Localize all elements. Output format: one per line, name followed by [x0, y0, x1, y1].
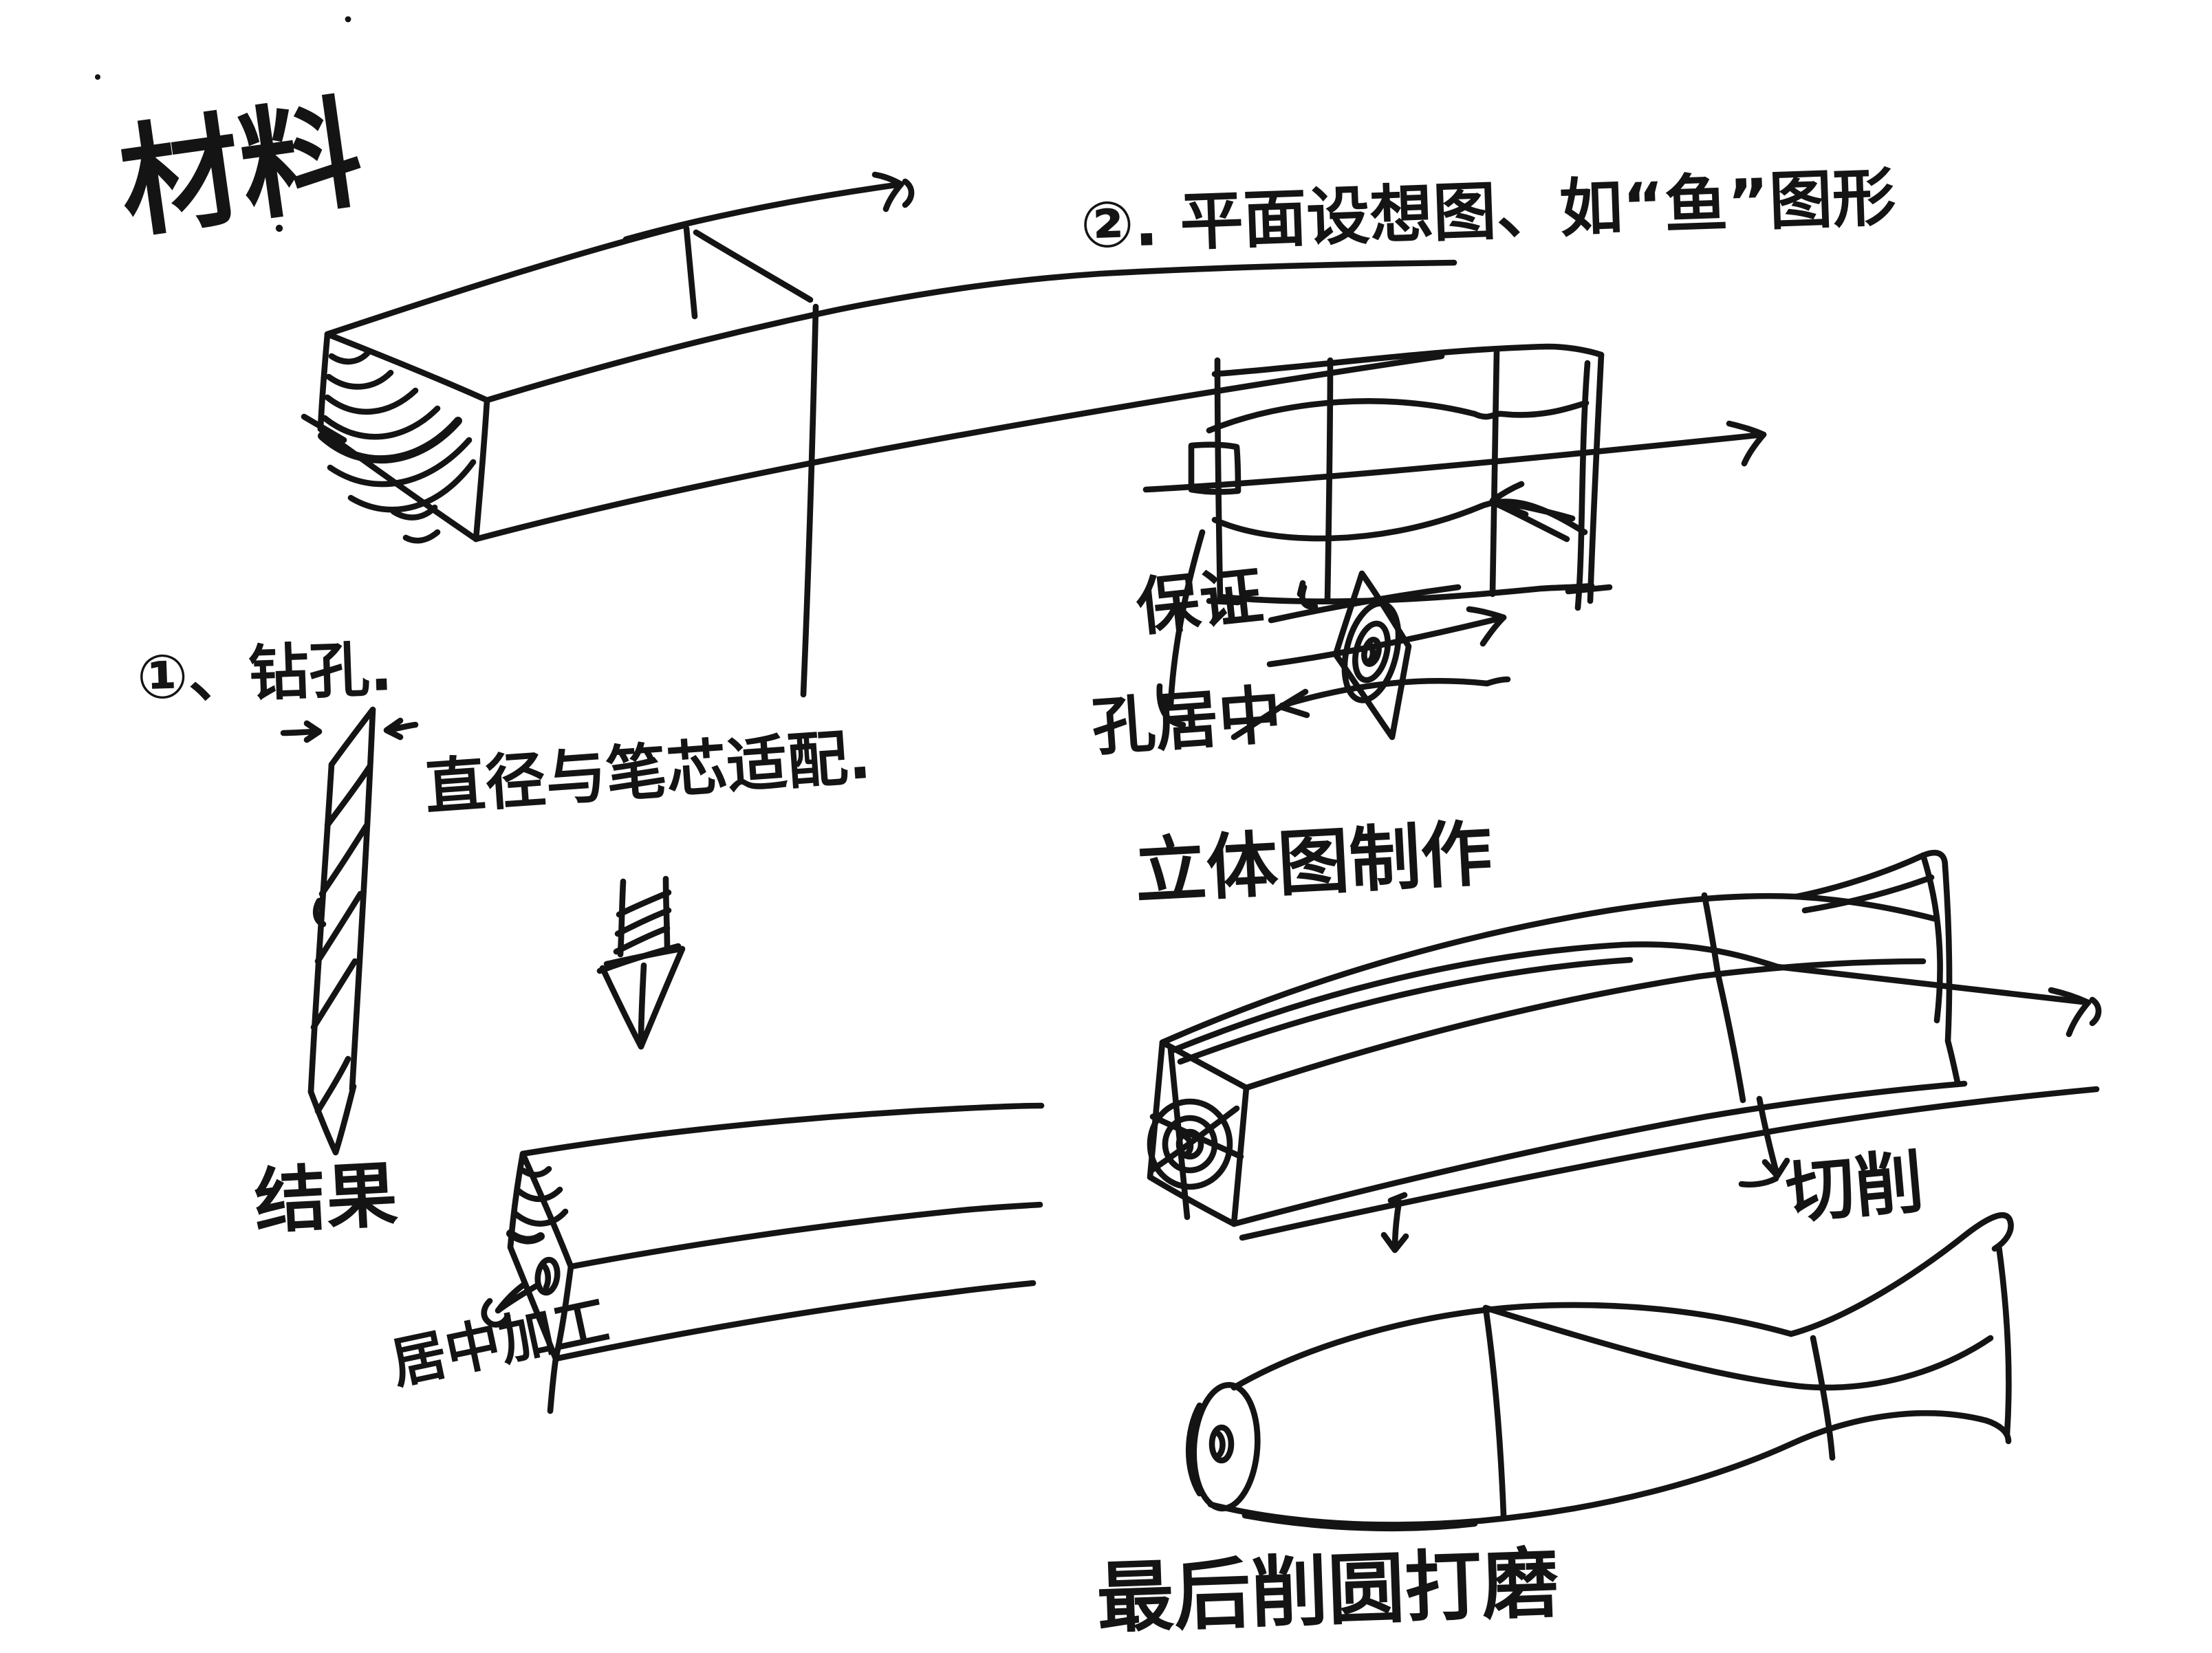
tail-joint-arrow: [1489, 481, 1576, 543]
axis-arrow: [1774, 963, 2092, 1006]
hole-pointer-arrow: [481, 1281, 540, 1328]
solid-model-sketch: [1147, 849, 2102, 1254]
diameter-arrow-left: [383, 717, 419, 741]
drill-tip-sketch: [596, 875, 686, 1050]
detail-arrow: [1167, 529, 1206, 709]
center-arrow: [1266, 614, 1507, 668]
length-arrow-head: [871, 171, 915, 212]
result-label: 结果: [252, 1152, 400, 1244]
nib-rect: [1188, 441, 1241, 495]
step2-heading: ②. 平面设想图、如“鱼”图形: [1079, 161, 1897, 263]
finished-pen-sketch: [1185, 1212, 2014, 1532]
material-block-sketch: [301, 171, 1457, 698]
length-arrow: [622, 181, 904, 243]
drilled-hole: [534, 1256, 561, 1296]
pen-hole: [1208, 1424, 1235, 1464]
axis-arrow-head: [1726, 420, 1767, 467]
cross-section-sketch: [1230, 570, 1511, 741]
plan-view-sketch: [1142, 343, 1767, 728]
flow-down-arrow: [1380, 1192, 1409, 1254]
center-arrow-head: [1466, 606, 1507, 647]
ink-specks: [95, 16, 351, 232]
drill-bit-sketch: [280, 706, 419, 1156]
cutting-label: 切削: [1783, 1141, 1927, 1234]
step1-heading: ①、钻孔.: [135, 633, 393, 713]
diameter-arrow-right: [280, 720, 323, 743]
lower-line-arrow-head: [1230, 688, 1310, 741]
hole-centered-label: 孔居中: [1089, 678, 1284, 765]
solid-model-label: 立体图制作: [1133, 811, 1495, 914]
ensure-label: 保证: [1133, 558, 1266, 645]
diameter-note: 直径与笔芯适配.: [422, 721, 873, 823]
final-step-label: 最后削圆打磨: [1095, 1539, 1560, 1644]
tick-hook: [1297, 580, 1319, 610]
axis-arrow: [1142, 431, 1767, 493]
cutting-arrow: [1738, 1095, 1790, 1188]
axis-arrow-head: [2048, 987, 2102, 1038]
drilled-block-sketch: [481, 1102, 1045, 1414]
material-label: 材料: [111, 83, 370, 256]
detail-arrow-hook: [1156, 683, 1186, 728]
handwritten-labels: 材料 ②. 平面设想图、如“鱼”图形 保证 孔居中 立体图制作 切削 ①、钻孔.…: [111, 83, 1927, 1644]
